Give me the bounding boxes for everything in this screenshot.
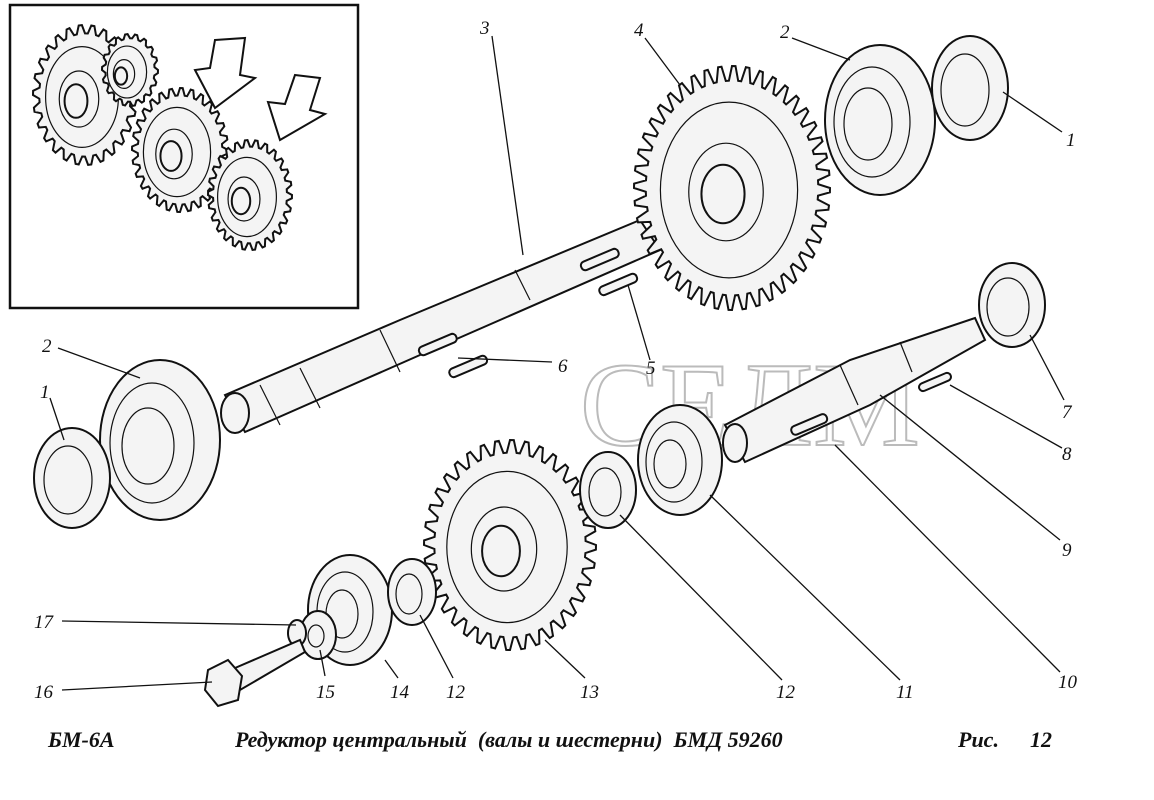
- leader-lines: [49, 35, 1065, 691]
- bearing-11: [637, 404, 723, 516]
- callout-7: 7: [1062, 402, 1073, 423]
- washer-15: [299, 610, 337, 660]
- callout-13: 13: [580, 682, 599, 703]
- inset-gear: [130, 86, 230, 214]
- callout-12-left: 12: [446, 682, 466, 703]
- callout-8: 8: [1062, 444, 1072, 465]
- ring-1-top: [931, 35, 1009, 141]
- inset-gear: [100, 33, 160, 107]
- callout-17: 17: [34, 612, 55, 633]
- callout-10: 10: [1058, 672, 1078, 693]
- callout-6: 6: [558, 356, 568, 377]
- ring-1-left: [33, 427, 111, 529]
- callout-1-left: 1: [40, 382, 50, 403]
- callout-16: 16: [34, 682, 54, 703]
- seal-7: [978, 262, 1046, 348]
- model-label: БМ-6А: [48, 727, 115, 752]
- callout-4: 4: [634, 20, 644, 41]
- callout-12-right: 12: [776, 682, 796, 703]
- inset-arrow-icon: [193, 36, 258, 110]
- callout-2-top: 2: [780, 22, 790, 43]
- callout-5: 5: [646, 358, 656, 379]
- bearing-2-left: [99, 359, 221, 521]
- gear-13: [422, 438, 598, 652]
- callout-3: 3: [479, 18, 490, 39]
- shaft-3: [220, 218, 662, 434]
- inset-arrow-icon: [266, 73, 328, 142]
- bolt-16: [203, 638, 307, 708]
- gear-4: [632, 64, 832, 312]
- callout-1-top: 1: [1066, 130, 1076, 151]
- callout-14: 14: [390, 682, 410, 703]
- inset-assembly-view: [8, 3, 360, 310]
- bearing-2-top: [824, 44, 936, 196]
- callout-15: 15: [316, 682, 335, 703]
- key-10: [790, 413, 829, 436]
- callout-11: 11: [896, 682, 914, 703]
- ring-12-right: [579, 451, 637, 529]
- callout-2-left: 2: [42, 336, 52, 357]
- figure-number: 12: [1030, 727, 1052, 752]
- key-5: [579, 247, 620, 272]
- key-6: [417, 332, 458, 357]
- ring-12-left: [387, 558, 437, 626]
- inset-gear: [206, 139, 294, 251]
- figure-label: Рис.: [958, 727, 999, 752]
- drawing-title: Редуктор центральный (валы и шестерни) Б…: [235, 727, 783, 752]
- shaft-9: [722, 316, 987, 464]
- key-8: [918, 371, 952, 393]
- callout-9: 9: [1062, 540, 1072, 561]
